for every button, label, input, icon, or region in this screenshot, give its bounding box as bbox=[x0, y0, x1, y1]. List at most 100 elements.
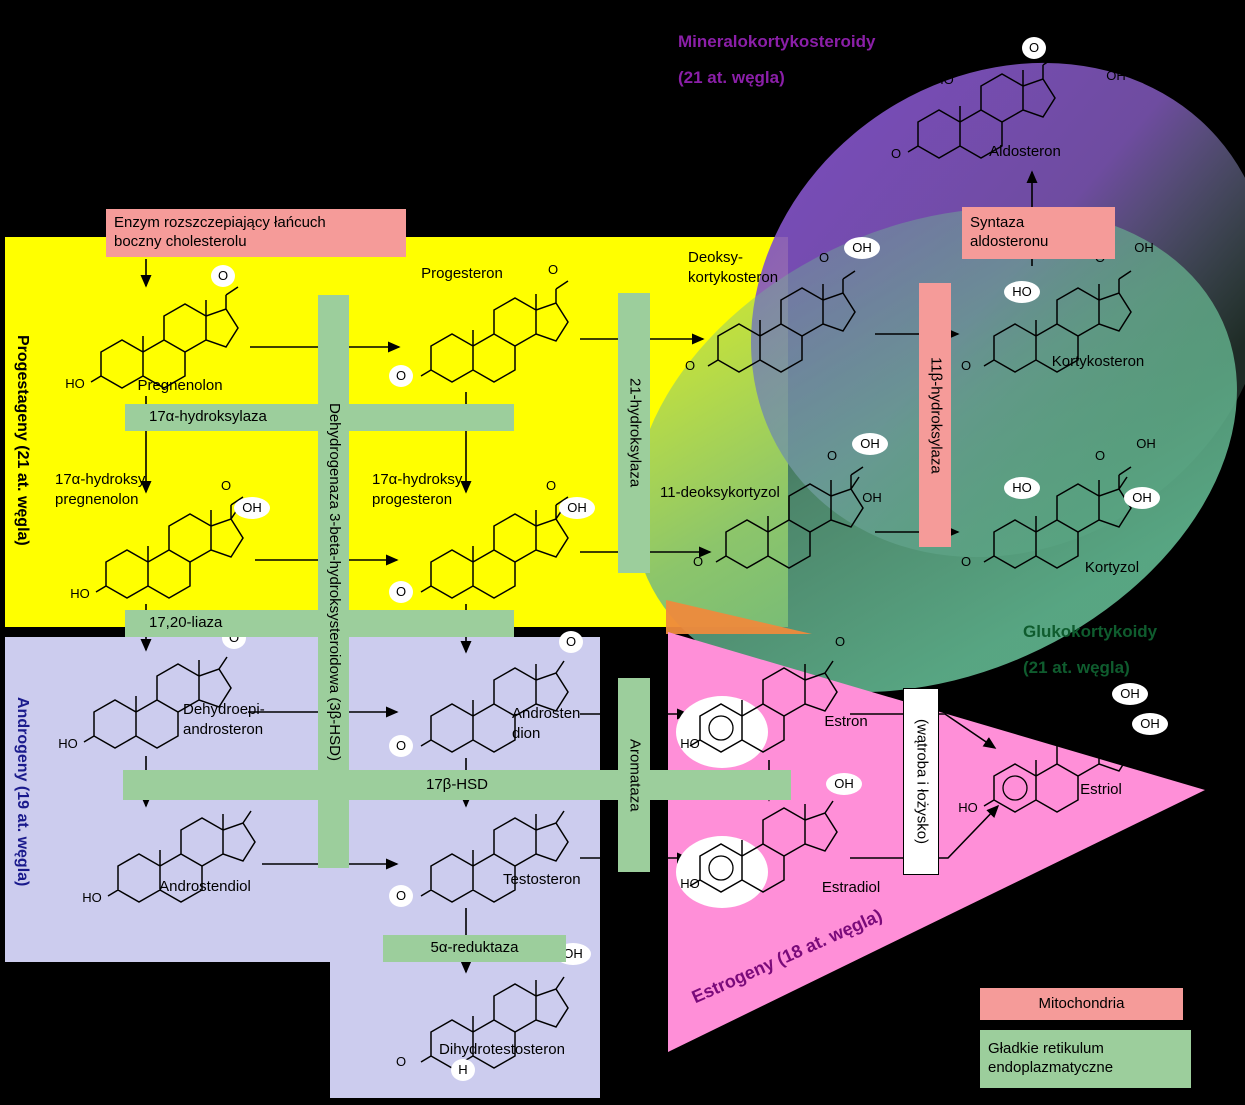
atom-label: OH bbox=[1134, 240, 1154, 255]
compound-label-11-deoksykortyzol: 11-deoksykortyzol bbox=[660, 484, 780, 501]
highlight-oval bbox=[1124, 487, 1160, 509]
steroid-skeleton bbox=[689, 660, 838, 753]
reaction-arrow bbox=[850, 804, 1000, 859]
atom-label: H bbox=[458, 1062, 467, 1077]
atom-label: HO bbox=[680, 736, 700, 751]
atom-label: O bbox=[546, 478, 556, 493]
atom-label: O bbox=[685, 358, 695, 373]
enzyme-5a-reductase-box: 5α-reduktaza bbox=[383, 935, 566, 962]
compound-label-estron: Estron bbox=[824, 713, 868, 730]
atom-label: O bbox=[396, 584, 406, 599]
enzyme-aldosterone-synthase-box: Syntaza aldosteronu bbox=[962, 207, 1115, 259]
steroid-skeleton bbox=[420, 660, 569, 753]
steroid-skeleton bbox=[715, 466, 864, 569]
compound-label-17a-hydroksypregnenolon: 17α-hydroksy pregnenolon bbox=[55, 471, 146, 508]
enzyme-17b-hsd-bar: 17β-HSD bbox=[123, 770, 791, 800]
legend-smooth-er: Gładkie retikulum endoplazmatyczne bbox=[980, 1030, 1191, 1088]
steroid-structure-androstendion: OO bbox=[389, 631, 583, 757]
steroid-skeleton bbox=[983, 720, 1132, 813]
steroid-structure-ohpregnenolon: HO O OH bbox=[70, 478, 270, 601]
steroid-skeleton bbox=[107, 810, 256, 903]
atom-label: O bbox=[566, 634, 576, 649]
highlight-oval bbox=[451, 1059, 475, 1081]
atom-label: HO bbox=[958, 800, 978, 815]
liver-placenta-box: (wątroba i łożysko) bbox=[903, 688, 939, 875]
glucocorticoids-region-label: Glukokortykoidy (21 at. węgla) bbox=[1023, 622, 1158, 677]
steroid-skeleton bbox=[90, 286, 239, 389]
atom-label: O bbox=[548, 262, 558, 277]
compound-label-dihydrotestosteron: Dihydrotestosteron bbox=[439, 1041, 565, 1058]
atom-label: O bbox=[1095, 448, 1105, 463]
steroid-skeleton bbox=[707, 270, 856, 373]
compound-label-aldosteron: Aldosteron bbox=[989, 143, 1061, 160]
steroid-skeleton bbox=[95, 496, 244, 599]
enzyme-3b-hsd-bar: Dehydrogenaza 3-beta-hydroksysteroidowa … bbox=[318, 295, 349, 868]
steroid-skeleton bbox=[420, 496, 569, 599]
atom-label: OH bbox=[563, 946, 583, 961]
compound-label-17a-hydroksyprogesteron: 17α-hydroksy progesteron bbox=[372, 471, 463, 508]
highlight-oval bbox=[1004, 281, 1040, 303]
atom-label: HO bbox=[70, 586, 90, 601]
compound-label-testosteron: Testosteron bbox=[503, 871, 581, 888]
steroid-skeleton bbox=[983, 466, 1132, 569]
atom-label: HO bbox=[1012, 284, 1032, 299]
atom-label: O bbox=[827, 448, 837, 463]
legend-mitochondria: Mitochondria bbox=[980, 988, 1183, 1020]
enzyme-11b-hydroxylase-bar: 11β-hydroksylaza bbox=[919, 283, 951, 547]
orange-sliver bbox=[666, 600, 812, 634]
compound-label-androstendion: Androsten dion bbox=[512, 705, 581, 742]
highlight-oval bbox=[234, 497, 270, 519]
highlight-oval bbox=[1004, 477, 1040, 499]
atom-label: O bbox=[819, 250, 829, 265]
progestagens-region-label: Progestageny (21 at. węgla) bbox=[14, 334, 31, 546]
compound-label-progesteron: Progesteron bbox=[421, 265, 503, 282]
steroid-structure-pregnenolon: HOO bbox=[65, 265, 239, 391]
highlight-oval bbox=[559, 631, 583, 653]
reaction-arrow bbox=[850, 713, 997, 749]
mineralocorticoids-region-label: Mineralokortykosteroidy (21 at. węgla) bbox=[678, 32, 876, 87]
aromatic-ring-circle bbox=[708, 715, 734, 741]
atom-label: OH bbox=[567, 500, 587, 515]
atom-label: O bbox=[693, 554, 703, 569]
atom-label: OH bbox=[1120, 686, 1140, 701]
atom-label: O bbox=[229, 630, 239, 645]
atom-label: O bbox=[221, 478, 231, 493]
androgens-region-label: Androgeny (19 at. węgla) bbox=[14, 697, 31, 887]
atom-label: HO bbox=[82, 890, 102, 905]
steroid-skeleton bbox=[420, 810, 569, 903]
steroid-skeleton bbox=[83, 656, 232, 749]
steroid-skeleton bbox=[420, 280, 569, 383]
steroid-structure-progesteron: OO bbox=[389, 262, 569, 387]
aromatic-ring-circle bbox=[708, 855, 734, 881]
compound-label-deoksykortykosteron: Deoksy- kortykosteron bbox=[688, 249, 779, 286]
atom-label: OH bbox=[1140, 716, 1160, 731]
compound-label-androstendiol: Androstendiol bbox=[159, 878, 251, 895]
atom-label: O bbox=[1069, 42, 1079, 57]
highlight-oval bbox=[826, 773, 862, 795]
highlight-oval bbox=[1132, 713, 1168, 735]
atom-label: OH bbox=[242, 500, 262, 515]
aromatic-ring-circle bbox=[1002, 775, 1028, 801]
atom-label: O bbox=[396, 368, 406, 383]
steroid-skeleton bbox=[983, 270, 1132, 373]
atom-label: OH bbox=[1136, 436, 1156, 451]
atom-label: O bbox=[218, 268, 228, 283]
atom-label: O bbox=[396, 1054, 406, 1069]
enzyme-aromatase-bar: Aromataza bbox=[618, 678, 650, 872]
enzyme-21-hydroxylase-bar: 21-hydroksylaza bbox=[618, 293, 650, 573]
compound-label-pregnenolon: Pregnenolon bbox=[137, 377, 223, 394]
atom-label: OH bbox=[1132, 490, 1152, 505]
atom-label: O bbox=[961, 554, 971, 569]
atom-label: O bbox=[961, 358, 971, 373]
steroid-skeleton bbox=[689, 800, 838, 893]
steroid-skeleton bbox=[420, 976, 569, 1069]
highlight-oval bbox=[389, 365, 413, 387]
highlight-oval bbox=[676, 696, 768, 768]
